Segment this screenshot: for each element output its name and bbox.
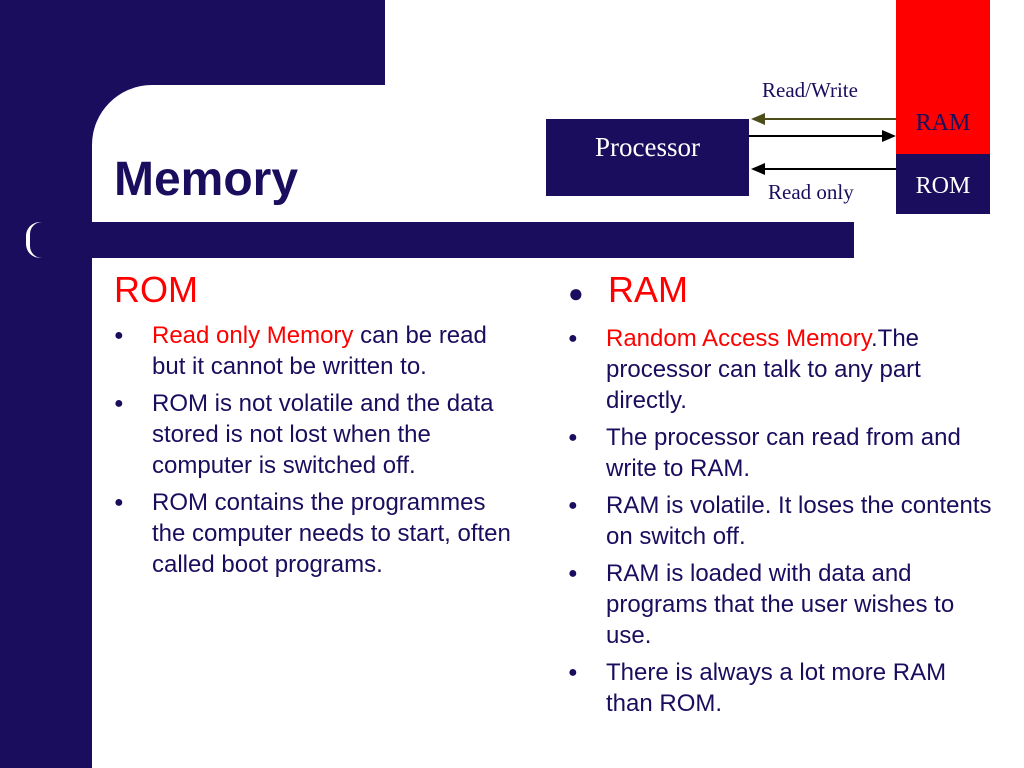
- list-item: ● There is always a lot more RAM than RO…: [568, 659, 947, 717]
- rom-heading: ROM: [114, 269, 198, 310]
- rom-bullet-list: ● Read only Memory can be read but it ca…: [114, 320, 524, 580]
- write-arrow-to-ram: [749, 130, 896, 142]
- processor-box: Processor: [546, 119, 749, 196]
- slide-title: Memory: [114, 153, 299, 206]
- bullet-dot-icon: ●: [114, 395, 124, 412]
- rom-label: ROM: [915, 173, 971, 199]
- read-arrow-from-ram: [751, 113, 896, 125]
- rom-box: ROM: [896, 154, 990, 214]
- bullet-dot-icon: ●: [568, 565, 578, 582]
- heading-bullet-icon: ●: [568, 278, 584, 308]
- list-item: ● Read only Memory can be read but it ca…: [114, 322, 487, 380]
- ram-bullet-list: ● Random Access Memory.The processor can…: [568, 323, 998, 719]
- list-item: ● ROM is not volatile and the data store…: [114, 390, 494, 479]
- rom-column: ROM ● Read only Memory can be read but i…: [114, 268, 524, 586]
- ram-column: ● RAM ● Random Access Memory.The process…: [568, 268, 998, 725]
- frame-corner-curve: [92, 85, 152, 145]
- read-write-label: Read/Write: [762, 78, 858, 102]
- bullet-dot-icon: ●: [568, 429, 578, 446]
- list-item: ● RAM is volatile. It loses the contents…: [568, 492, 992, 550]
- list-item: ● ROM contains the programmes the comput…: [114, 489, 511, 578]
- read-arrow-from-rom: [751, 163, 896, 175]
- list-item: ● RAM is loaded with data and programs t…: [568, 560, 955, 649]
- bullet-dot-icon: ●: [114, 494, 124, 511]
- bullet-dot-icon: ●: [568, 330, 578, 347]
- ram-label: RAM: [915, 110, 971, 136]
- processor-label: Processor: [595, 132, 700, 162]
- read-only-label: Read only: [768, 180, 854, 204]
- ram-heading: ● RAM: [568, 268, 998, 315]
- bullet-dot-icon: ●: [568, 497, 578, 514]
- data-flow-arrows: [749, 113, 896, 175]
- frame-title-band: [92, 222, 854, 258]
- list-item: ● Random Access Memory.The processor can…: [568, 325, 921, 414]
- bullet-dot-icon: ●: [114, 327, 124, 344]
- frame-top-bar: [0, 0, 385, 85]
- list-item: ● The processor can read from and write …: [568, 424, 961, 482]
- frame-left-bar: [0, 0, 92, 768]
- frame-band-notch: [26, 222, 92, 258]
- bullet-dot-icon: ●: [568, 664, 578, 681]
- ram-box: RAM: [896, 0, 990, 154]
